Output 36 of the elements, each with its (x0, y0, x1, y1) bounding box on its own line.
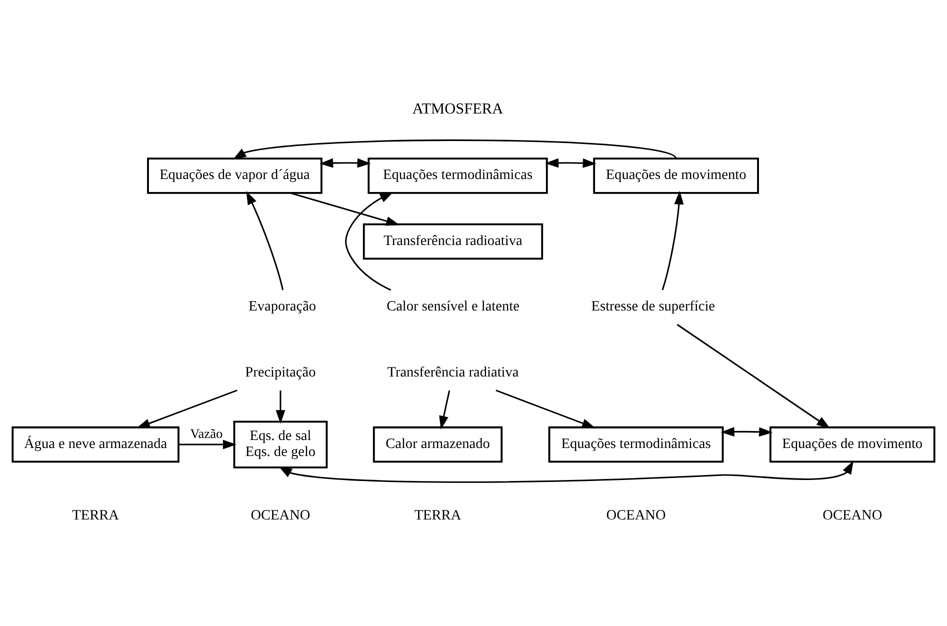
node-box: Equações de movimento (593, 158, 759, 194)
node-label: TERRA (414, 507, 462, 524)
arrow (278, 460, 854, 483)
arrow (320, 158, 371, 168)
node-label: OCEANO (250, 507, 310, 524)
node-text: Precipitação (245, 364, 316, 380)
arrow (439, 390, 450, 430)
node-label: OCEANO (606, 507, 666, 524)
node-label: TERRA (72, 507, 119, 524)
node-text: Evaporação (248, 298, 316, 315)
node-text: Estresse de superfície (591, 298, 716, 315)
node-box: Água e neve armazenada (12, 426, 180, 463)
arrow (496, 390, 596, 428)
arrow (290, 192, 400, 226)
arrow (545, 158, 596, 168)
arrow (276, 390, 286, 424)
node-box: Transferência radioativa (362, 223, 544, 260)
arrow (662, 190, 684, 290)
arrow (136, 390, 238, 428)
arrow (345, 192, 394, 291)
node-box: Equações de vapor d´água (147, 158, 322, 194)
node-text: Transferência radiativa (387, 364, 519, 380)
node-box: Equações termodinâmicas (368, 158, 548, 194)
arrow (232, 140, 676, 160)
arrow (178, 440, 236, 450)
arrow (246, 191, 284, 290)
node-text: Calor sensível e latente (386, 298, 520, 315)
node-label: OCEANO (822, 507, 882, 524)
arrow (676, 324, 830, 428)
arrow (720, 427, 773, 437)
node-box: Equações termodinâmicas (548, 426, 724, 463)
node-box: Calor armazenado (372, 426, 503, 463)
node-box: Equações de movimento (769, 426, 936, 463)
label: ATMOSFERA (412, 100, 504, 118)
edge-label: Vazão (190, 426, 223, 442)
node-box: Eqs. de sal Eqs. de gelo (233, 420, 328, 468)
